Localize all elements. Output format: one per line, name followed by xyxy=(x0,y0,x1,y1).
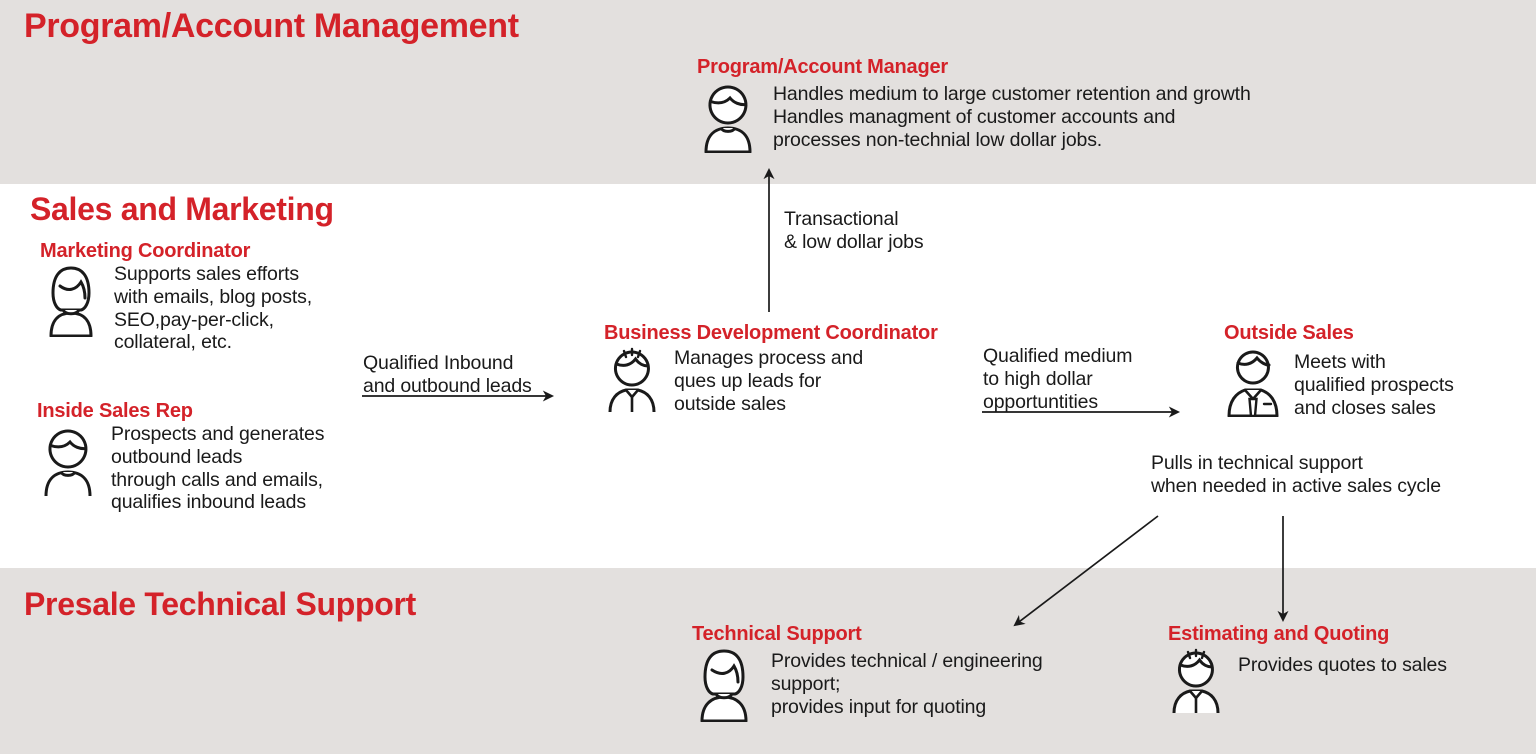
role-title-inside-sales-rep: Inside Sales Rep xyxy=(37,400,193,422)
person-shirt-icon xyxy=(604,347,660,418)
role-description-technical-support: Provides technical / engineering support… xyxy=(771,650,1043,718)
role-estimating-and-quoting: Estimating and Quoting Provides quotes t… xyxy=(1168,623,1447,719)
role-title-outside-sales: Outside Sales xyxy=(1224,322,1354,344)
section-title-presale-technical-support: Presale Technical Support xyxy=(24,586,417,622)
role-title-business-development-coordinator: Business Development Coordinator xyxy=(604,322,938,344)
person-female-icon xyxy=(40,265,102,342)
role-technical-support: Technical Support Provides technical / e… xyxy=(692,623,1043,727)
role-title-program-account-manager: Program/Account Manager xyxy=(697,56,949,78)
role-description-program-account-manager: Handles medium to large customer retenti… xyxy=(773,83,1251,151)
role-marketing-coordinator: Marketing Coordinator Supports sales eff… xyxy=(40,240,312,354)
flow-label-qualified-medium-to-high: Qualified medium to high dollar opportun… xyxy=(983,345,1133,413)
role-description-business-development-coordinator: Manages process and ques up leads for ou… xyxy=(674,347,864,415)
band-program-account-management xyxy=(0,0,1536,184)
flow-label-inbound-leads: Qualified Inbound and outbound leads xyxy=(363,352,532,397)
role-title-marketing-coordinator: Marketing Coordinator xyxy=(40,240,251,262)
flow-label-transactional-low-dollar: Transactional & low dollar jobs xyxy=(784,208,924,253)
person-shirt-icon xyxy=(1168,648,1224,719)
section-title-sales-and-marketing: Sales and Marketing xyxy=(30,191,334,227)
role-title-estimating-and-quoting: Estimating and Quoting xyxy=(1168,623,1390,645)
role-description-inside-sales-rep: Prospects and generates outbound leads t… xyxy=(111,423,325,514)
role-outside-sales: Outside Sales Meets with qualified prosp… xyxy=(1224,322,1454,422)
flow-label-pulls-in-technical-support: Pulls in technical support when needed i… xyxy=(1151,452,1441,497)
person-suit-tie-icon xyxy=(1224,347,1282,422)
role-inside-sales-rep: Inside Sales Rep Prospects and generates… xyxy=(37,400,325,514)
role-program-account-manager: Program/Account Manager Handles medium t… xyxy=(697,56,1251,158)
role-business-development-coordinator: Business Development Coordinator Manages… xyxy=(604,322,938,418)
person-icon xyxy=(697,81,759,158)
role-description-outside-sales: Meets with qualified prospects and close… xyxy=(1294,351,1454,419)
section-title-program-account-management: Program/Account Management xyxy=(24,7,519,45)
role-title-technical-support: Technical Support xyxy=(692,623,862,645)
role-description-marketing-coordinator: Supports sales efforts with emails, blog… xyxy=(114,263,312,354)
band-presale-technical-support xyxy=(0,568,1536,754)
person-icon xyxy=(37,425,99,502)
person-female-icon xyxy=(692,648,756,727)
role-description-estimating-and-quoting: Provides quotes to sales xyxy=(1238,654,1447,676)
